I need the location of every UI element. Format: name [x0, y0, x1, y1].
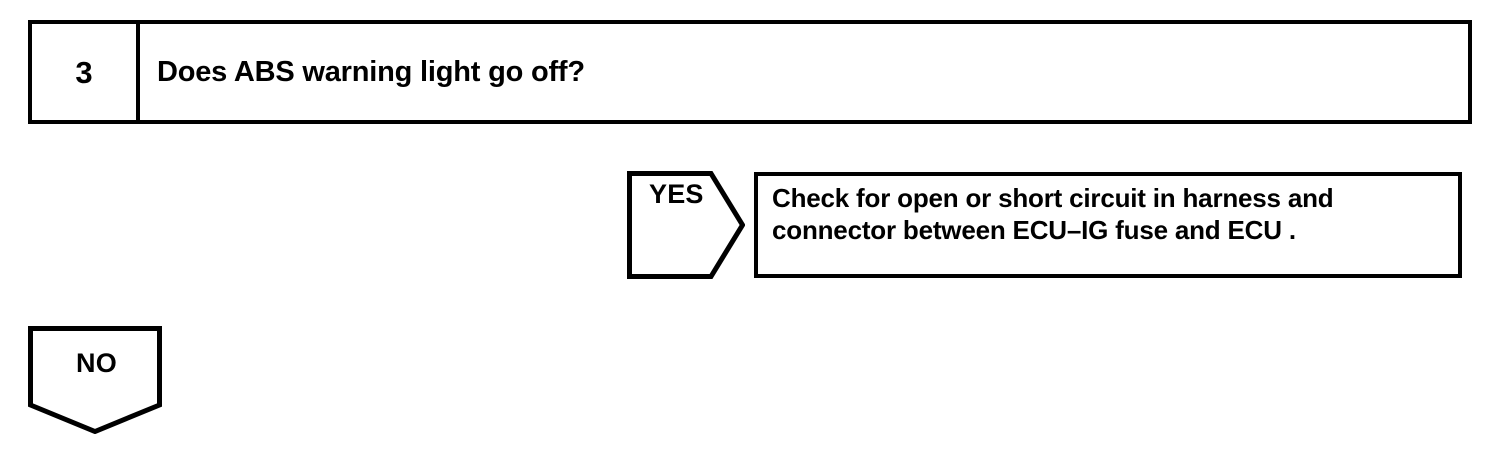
step-number: 3: [75, 54, 93, 90]
step-question: Does ABS warning light go off?: [157, 55, 585, 88]
branch-no[interactable]: NO: [28, 326, 162, 434]
step-header-row: 3 Does ABS warning light go off?: [28, 20, 1472, 124]
result-box-yes: Check for open or short circuit in harne…: [754, 172, 1462, 278]
step-question-cell: Does ABS warning light go off?: [140, 24, 1468, 120]
branch-yes[interactable]: YES: [627, 171, 745, 279]
result-text-line-1: Check for open or short circuit in harne…: [772, 183, 1334, 213]
result-text-line-2: connector between ECU–IG fuse and ECU .: [772, 214, 1296, 245]
branch-no-label: NO: [76, 348, 117, 378]
result-text: Check for open or short circuit in harne…: [772, 183, 1462, 247]
step-number-cell: 3: [32, 24, 140, 120]
branch-yes-label: YES: [649, 179, 704, 209]
pentagon-right-icon: [627, 171, 745, 279]
pentagon-down-icon: [28, 326, 162, 434]
